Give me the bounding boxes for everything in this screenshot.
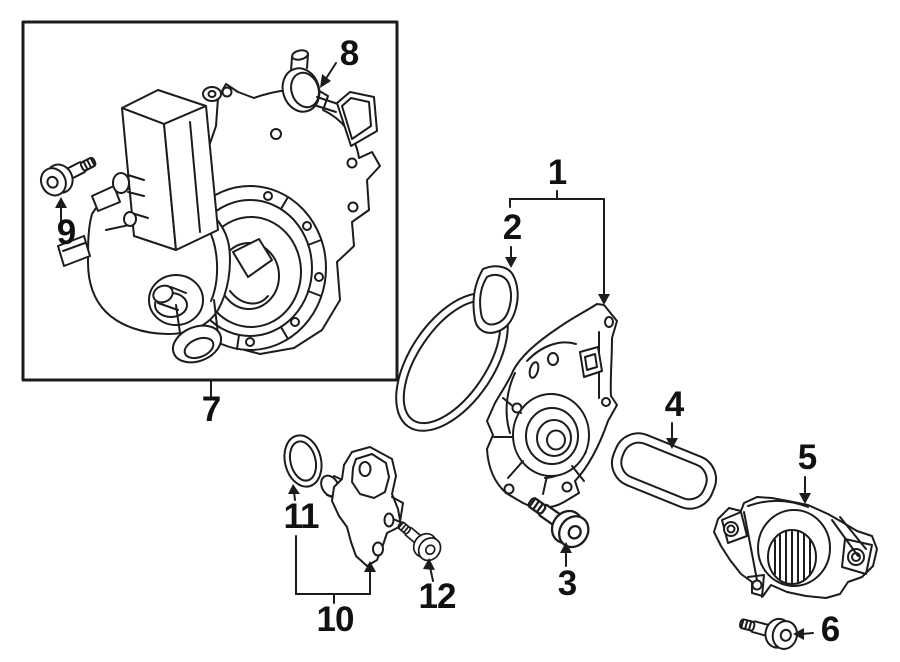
seal-ring-4 <box>610 432 718 510</box>
callout-label-7: 7 <box>201 390 221 429</box>
leader-2 <box>505 246 517 268</box>
leader-5 <box>799 476 811 504</box>
bolt-6 <box>735 608 802 654</box>
gasket-2 <box>395 265 519 432</box>
callout-label-9: 9 <box>56 213 76 252</box>
rear-housing-5 <box>713 496 878 599</box>
thermostat-housing-10 <box>320 446 404 567</box>
callout-label-11: 11 <box>283 497 320 536</box>
o-ring-11 <box>283 434 323 488</box>
outlet-pipe <box>152 284 223 364</box>
leader-8 <box>320 62 337 88</box>
leader-12 <box>423 558 435 582</box>
leader-1 <box>509 190 610 305</box>
leader-6 <box>793 628 814 640</box>
assembly-frame-box <box>21 20 399 382</box>
callout-label-5: 5 <box>797 438 817 477</box>
leader-11 <box>288 484 300 501</box>
pump-assembly-7 <box>57 83 381 364</box>
callout-label-8: 8 <box>339 34 359 73</box>
callout-label-12: 12 <box>418 577 457 616</box>
callout-label-1: 1 <box>547 153 567 192</box>
water-pump-1 <box>486 303 618 509</box>
callout-leaders <box>55 62 814 640</box>
callout-label-3: 3 <box>557 564 577 603</box>
leader-10 <box>295 535 376 604</box>
callout-label-2: 2 <box>502 208 522 247</box>
leader-3 <box>560 542 572 567</box>
bolt-9 <box>35 147 103 202</box>
callout-label-10: 10 <box>316 600 355 639</box>
cap-plug-8 <box>281 49 378 147</box>
solenoid-actuator <box>112 86 222 251</box>
callout-label-4: 4 <box>664 385 684 424</box>
callout-label-6: 6 <box>820 610 840 649</box>
leader-4 <box>666 422 678 449</box>
leader-9 <box>55 197 67 222</box>
